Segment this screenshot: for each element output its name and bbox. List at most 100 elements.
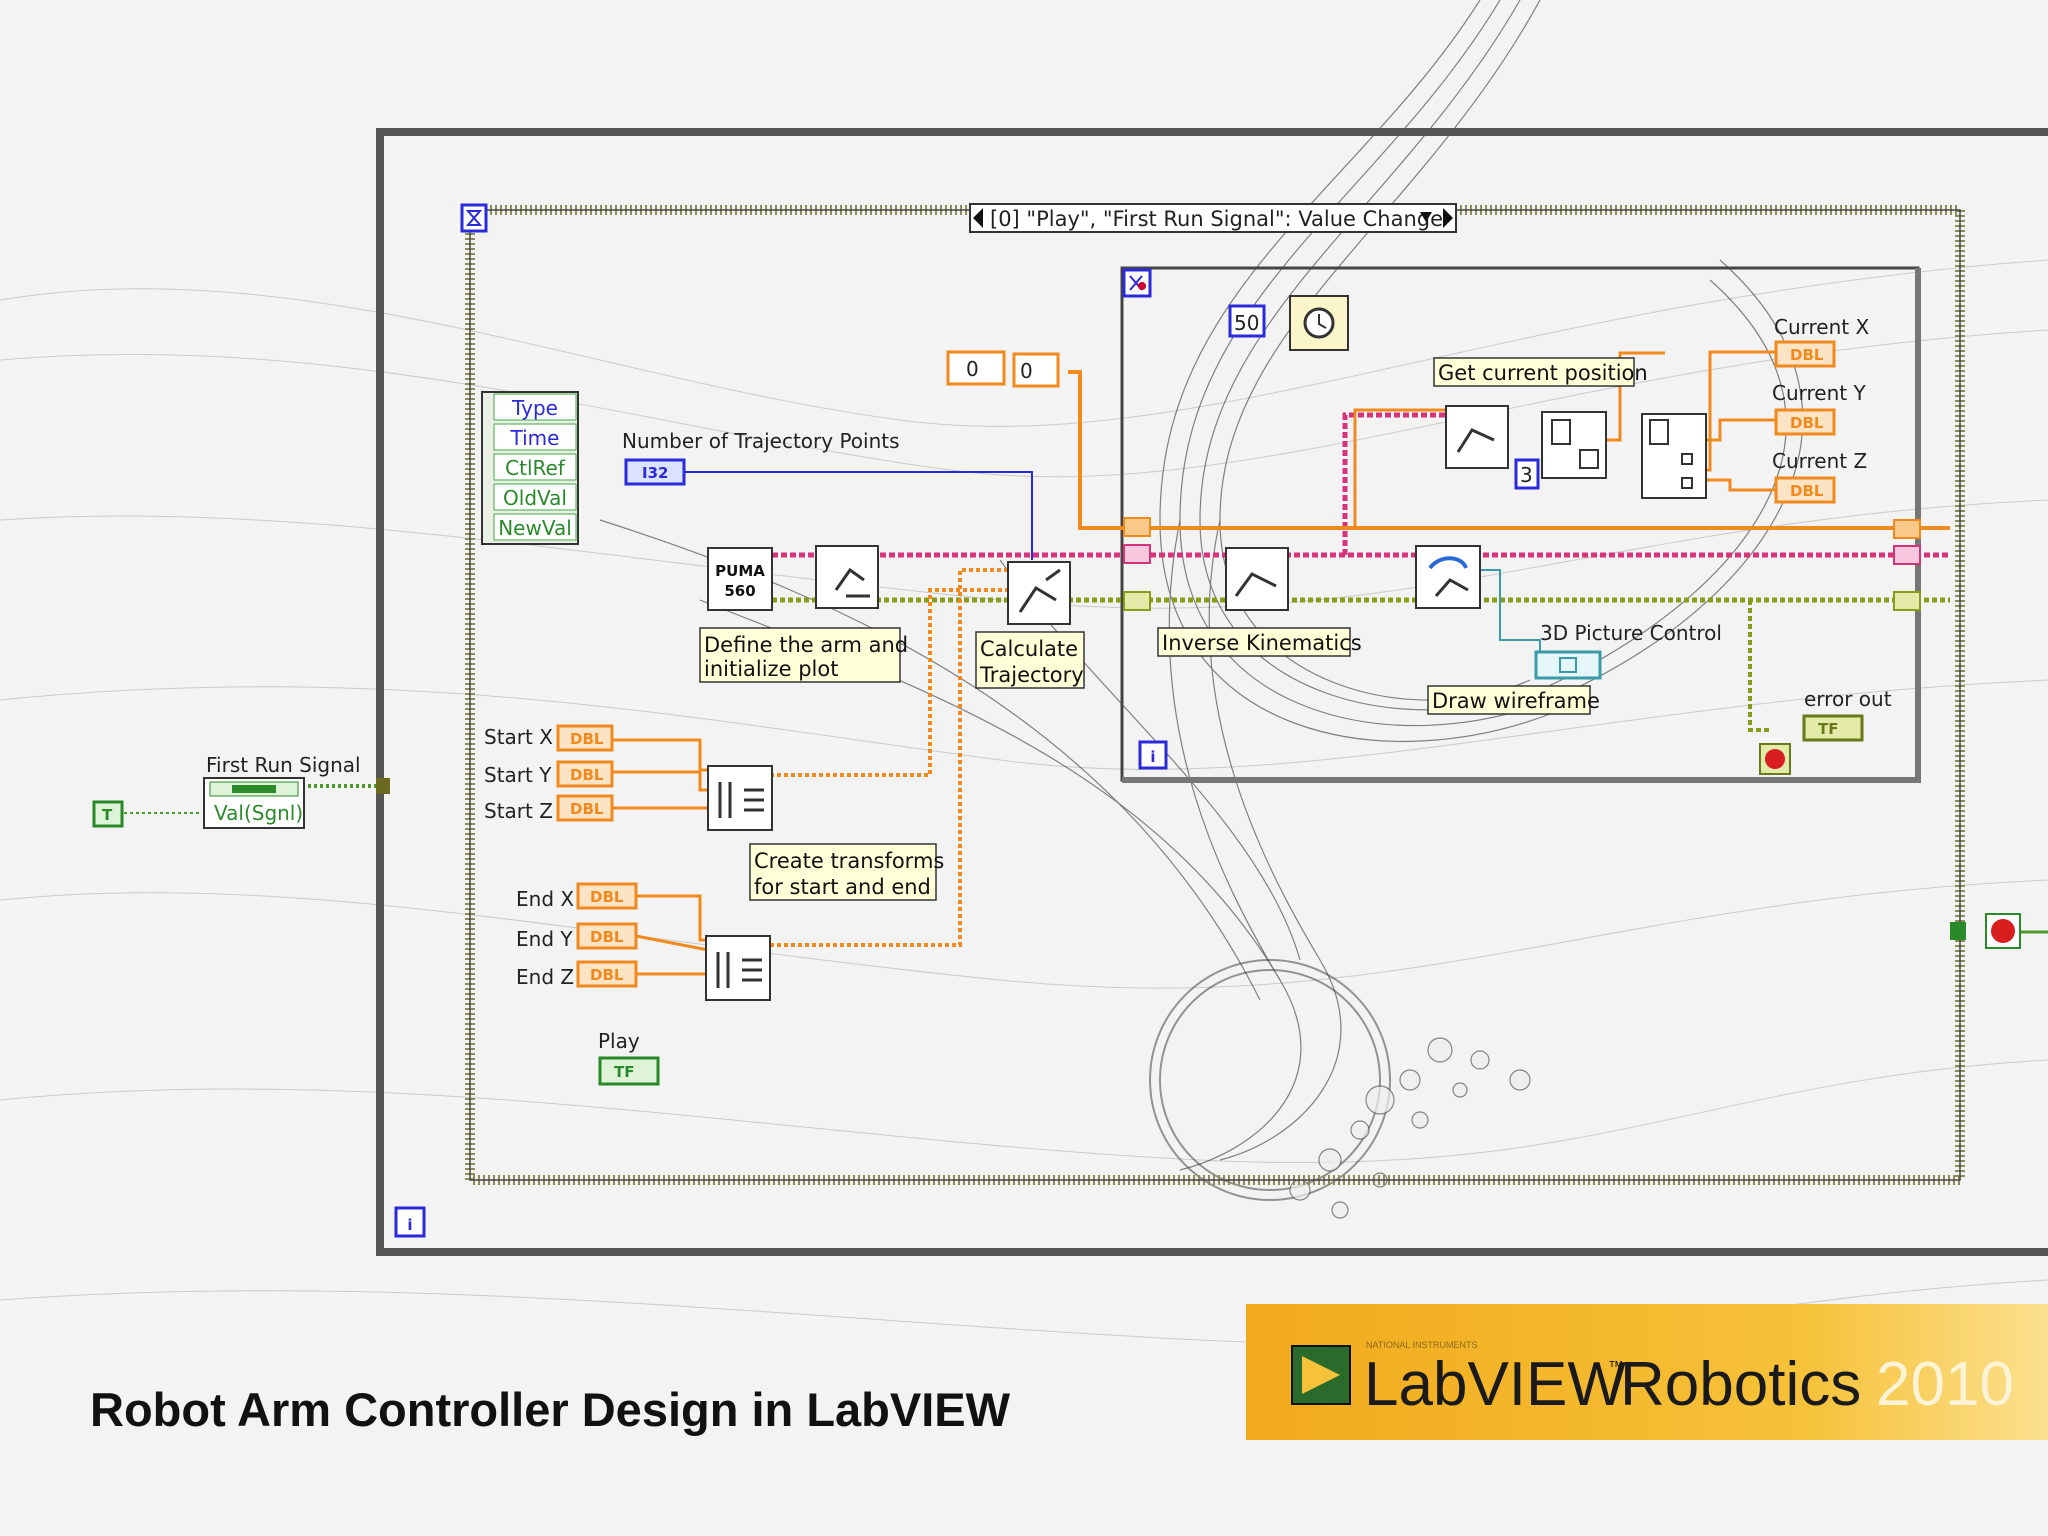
error-out-indicator: TF — [1802, 714, 1864, 742]
svg-text:DBL: DBL — [570, 730, 604, 748]
end-y-control[interactable]: DBL — [576, 922, 638, 950]
event-case-label: [0] "Play", "First Run Signal": Value Ch… — [990, 207, 1443, 231]
orange-wire-top — [1068, 370, 1950, 530]
picture-control-label: 3D Picture Control — [1540, 621, 1722, 645]
svg-text:DBL: DBL — [1790, 346, 1824, 364]
svg-text:Inverse Kinematics: Inverse Kinematics — [1162, 631, 1362, 655]
svg-text:Get current position: Get current position — [1438, 361, 1648, 385]
start-z-label: Start Z — [484, 799, 553, 823]
true-constant[interactable]: T — [92, 800, 124, 828]
first-run-signal-property-node[interactable]: Val(Sgnl) — [203, 777, 305, 829]
current-y-indicator: DBL — [1774, 408, 1836, 436]
event-newval: NewVal — [498, 516, 572, 540]
current-x-label: Current X — [1774, 315, 1869, 339]
current-z-label: Current Z — [1772, 449, 1867, 473]
svg-text:™: ™ — [1608, 1359, 1624, 1376]
svg-text:DBL: DBL — [590, 888, 624, 906]
outer-stop-condition[interactable] — [1985, 913, 2021, 949]
wait-ms-constant[interactable]: 50 — [1228, 304, 1266, 338]
wire-end-y — [635, 934, 709, 952]
end-x-control[interactable]: DBL — [576, 882, 638, 910]
svg-text:initialize plot: initialize plot — [704, 657, 838, 681]
unbundle-vi-icon[interactable] — [1641, 413, 1707, 499]
picture-wire — [1480, 569, 1541, 662]
svg-text:TF: TF — [614, 1063, 634, 1081]
event-type: Type — [511, 396, 558, 420]
first-run-signal-label: First Run Signal — [206, 753, 361, 777]
wire-end-x — [636, 894, 708, 942]
logo-brand: LabVIEW — [1364, 1350, 1626, 1419]
svg-text:Trajectory: Trajectory — [979, 663, 1084, 687]
draw-wireframe-comment: Draw wireframe — [1427, 685, 1600, 715]
index-array-vi-icon[interactable] — [1541, 411, 1607, 479]
inner-stop-condition[interactable] — [1759, 743, 1791, 775]
event-structure[interactable] — [465, 205, 1965, 1185]
end-transform-vi-icon[interactable] — [705, 935, 771, 1001]
index-constant[interactable]: 3 — [1514, 458, 1540, 490]
inner-loop-corner-icon — [1122, 268, 1152, 298]
puma-560-constant[interactable]: PUMA 560 — [707, 547, 773, 611]
forward-kinematics-vi-icon[interactable] — [1445, 405, 1509, 469]
define-arm-comment: Define the arm and initialize plot — [699, 627, 908, 683]
num-points-wire — [684, 471, 1033, 560]
svg-text:TF: TF — [1818, 720, 1838, 738]
right-tunnels — [1893, 519, 1921, 611]
prev-case-arrow[interactable] — [973, 208, 983, 228]
timeout-terminal — [460, 203, 488, 233]
const-zero-a[interactable]: 0 — [946, 350, 1006, 386]
current-z-indicator: DBL — [1774, 476, 1836, 504]
labview-logo-banner: NATIONAL INSTRUMENTS LabVIEW ™ Robotics … — [1246, 1304, 2048, 1440]
inner-loop-iteration-terminal: i — [1138, 740, 1168, 770]
start-y-label: Start Y — [484, 763, 552, 787]
define-arm-vi-icon[interactable] — [815, 545, 879, 609]
num-traj-points-control[interactable]: I32 — [624, 458, 686, 486]
while-loop[interactable] — [376, 128, 2048, 1256]
svg-text:I32: I32 — [642, 464, 668, 482]
svg-text:NATIONAL INSTRUMENTS: NATIONAL INSTRUMENTS — [1366, 1340, 1478, 1350]
event-oldval: OldVal — [503, 486, 567, 510]
svg-text:3: 3 — [1520, 463, 1533, 487]
calculate-trajectory-vi-icon[interactable] — [1007, 561, 1071, 625]
end-x-label: End X — [516, 887, 574, 911]
start-x-control[interactable]: DBL — [556, 724, 614, 752]
svg-text:0: 0 — [1020, 359, 1033, 383]
start-x-label: Start X — [484, 725, 553, 749]
svg-text:Draw wireframe: Draw wireframe — [1432, 689, 1600, 713]
logo-year: 2010 — [1876, 1350, 2014, 1419]
event-case-selector[interactable]: [0] "Play", "First Run Signal": Value Ch… — [969, 203, 1457, 233]
orange-wire-kin — [1353, 408, 1450, 528]
next-case-arrow[interactable] — [1443, 208, 1453, 228]
create-transforms-comment: Create transforms for start and end — [749, 843, 944, 901]
svg-text:DBL: DBL — [590, 928, 624, 946]
calculate-trajectory-comment: Calculate Trajectory — [975, 631, 1085, 689]
start-z-control[interactable]: DBL — [556, 794, 614, 822]
svg-text:for start and end: for start and end — [754, 875, 931, 899]
transform-end-wire — [770, 568, 1008, 947]
case-dropdown-arrow[interactable] — [1420, 212, 1432, 222]
logo-product: Robotics — [1620, 1350, 1861, 1419]
get-position-comment: Get current position — [1433, 357, 1648, 387]
draw-wireframe-vi-icon[interactable] — [1415, 545, 1481, 609]
svg-text:DBL: DBL — [1790, 482, 1824, 500]
start-transform-vi-icon[interactable] — [707, 765, 773, 831]
svg-text:DBL: DBL — [570, 766, 604, 784]
stop-tunnel — [1950, 922, 1966, 940]
picture-control-terminal[interactable] — [1534, 650, 1602, 680]
left-tunnels — [1123, 517, 1151, 611]
inverse-kinematics-vi-icon[interactable] — [1225, 547, 1289, 611]
play-label: Play — [598, 1029, 640, 1053]
end-z-control[interactable]: DBL — [576, 960, 638, 988]
const-zero-b[interactable]: 0 — [1012, 352, 1060, 388]
svg-text:560: 560 — [724, 582, 755, 600]
wire-start-y — [612, 770, 708, 792]
svg-text:PUMA: PUMA — [715, 562, 765, 580]
start-y-control[interactable]: DBL — [556, 760, 614, 788]
num-traj-points-label: Number of Trajectory Points — [622, 429, 900, 453]
play-control[interactable]: TF — [598, 1056, 660, 1086]
error-out-wire — [1748, 600, 1770, 732]
event-ctlref: CtlRef — [505, 456, 566, 480]
svg-text:i: i — [1150, 748, 1155, 766]
wait-ms-timer-icon[interactable] — [1289, 295, 1349, 351]
